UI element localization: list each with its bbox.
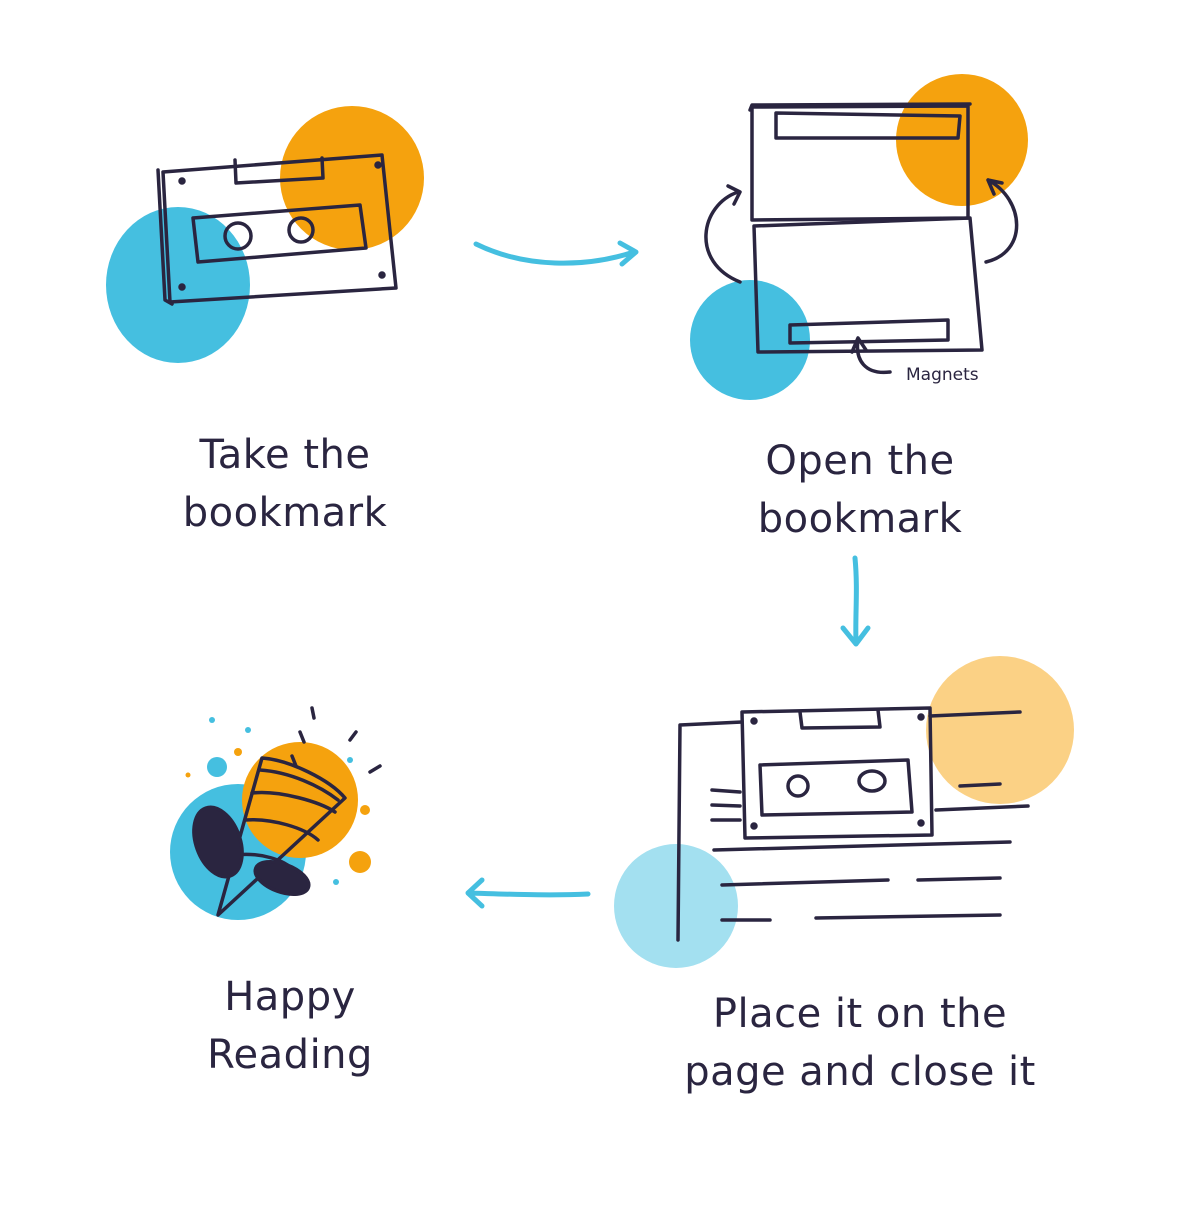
step1-caption-line2: bookmark xyxy=(182,490,388,536)
arrow-right xyxy=(473,240,639,267)
step4-caption-line2: Reading xyxy=(207,1032,373,1078)
arrow-left xyxy=(465,877,591,909)
step1-caption: Take the bookmark xyxy=(130,426,440,542)
blue-blob xyxy=(690,280,810,400)
step4-caption: Happy Reading xyxy=(150,968,430,1084)
blue-blob xyxy=(106,207,250,363)
step2-caption-line2: bookmark xyxy=(757,496,963,542)
step4-illustration xyxy=(170,706,382,920)
step3-caption-line2: page and close it xyxy=(684,1049,1036,1095)
open-bookmark-icon xyxy=(704,102,1019,375)
party-popper-icon xyxy=(192,706,382,917)
arrow-down xyxy=(840,555,871,647)
step1-caption-line1: Take the xyxy=(199,432,371,478)
step2-illustration: Magnets xyxy=(690,74,1028,400)
step4-caption-line1: Happy xyxy=(224,974,356,1020)
step3-caption-line1: Place it on the xyxy=(712,991,1008,1037)
step3-caption: Place it on the page and close it xyxy=(660,985,1060,1101)
step2-caption: Open the bookmark xyxy=(700,432,1020,548)
step2-caption-line1: Open the xyxy=(765,438,955,484)
magnets-label: Magnets xyxy=(906,365,979,385)
light-blue-blob xyxy=(614,844,738,968)
page-with-bookmark-icon xyxy=(676,706,1030,942)
step1-illustration xyxy=(106,106,424,363)
cassette-bookmark-icon xyxy=(156,153,398,306)
orange-blob xyxy=(896,74,1028,206)
light-orange-blob xyxy=(926,656,1074,804)
step3-illustration xyxy=(614,656,1074,968)
